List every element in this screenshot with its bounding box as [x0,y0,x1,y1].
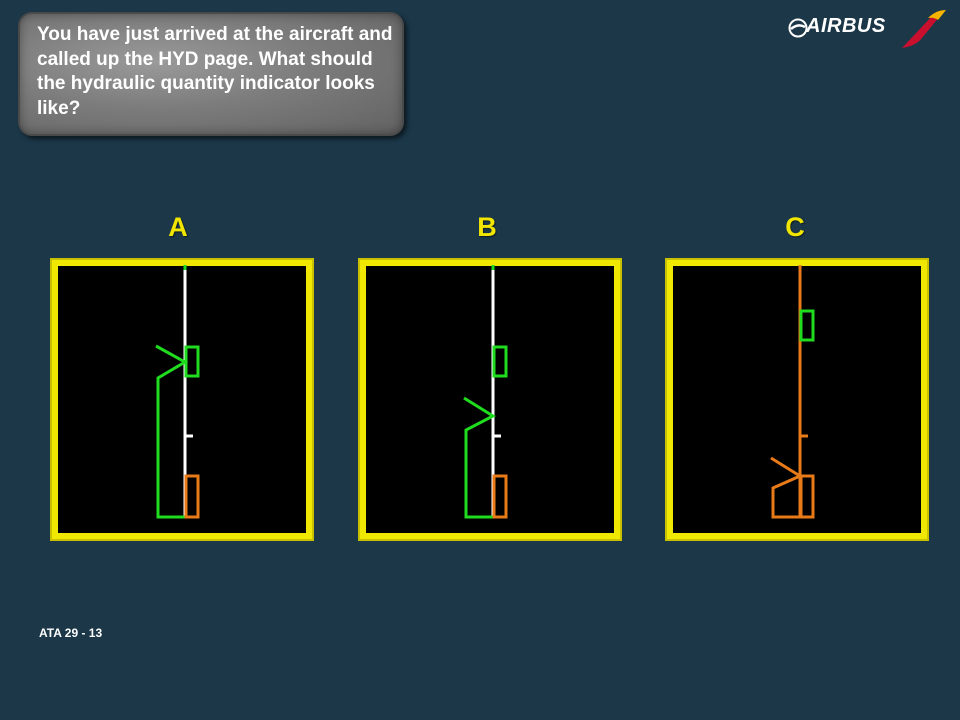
option-a-quantity-indicator [155,265,200,519]
option-b-low-range-box [492,474,508,519]
option-a-label: A [168,212,188,242]
airline-tail-icon [902,10,946,49]
option-c-label: C [785,212,805,242]
option-b-quantity-pointer [463,396,497,519]
option-c-panel[interactable] [665,258,929,541]
option-b-label: B [477,212,497,242]
question-text: You have just arrived at the aircraft an… [37,24,393,119]
option-a-quantity-pointer [155,344,189,519]
option-c-quantity-pointer [770,456,804,519]
option-b-quantity-indicator [463,265,508,519]
option-b-panel[interactable] [358,258,622,541]
footer-reference: ATA 29 - 13 [39,626,103,640]
option-c-low-range-box [799,474,815,519]
option-c-normal-range-box [799,309,815,342]
option-a-low-range-box [184,474,200,519]
airbus-logo-text: AIRBUS [806,15,886,37]
airbus-logo: AIRBUS [786,8,952,50]
airbus-emblem-icon [788,18,808,38]
question-box: You have just arrived at the aircraft an… [18,12,404,136]
option-c-quantity-indicator [770,265,815,519]
option-b-normal-range-box [492,345,508,378]
option-a-panel[interactable] [50,258,314,541]
